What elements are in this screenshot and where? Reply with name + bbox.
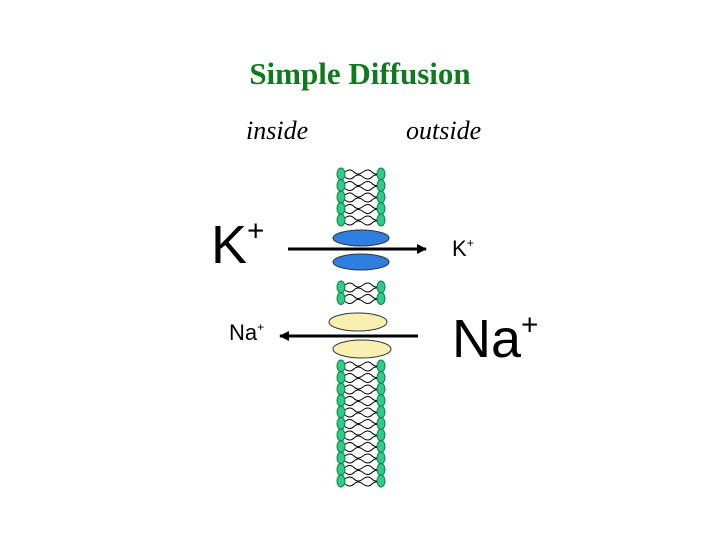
lipid-tail bbox=[345, 471, 381, 475]
lipid-head bbox=[377, 180, 385, 192]
lipid-head bbox=[337, 441, 345, 453]
lipid-tail bbox=[345, 193, 381, 197]
lipid-head bbox=[377, 383, 385, 395]
lipid-head bbox=[377, 214, 385, 226]
lipid-head bbox=[377, 406, 385, 418]
lipid-tail bbox=[345, 367, 381, 371]
lipid-tail bbox=[345, 205, 381, 209]
lipid-tail bbox=[345, 477, 381, 481]
na-ion-outside: Na+ bbox=[452, 312, 538, 366]
lipid-head bbox=[337, 180, 345, 192]
lipid-tail bbox=[345, 362, 381, 366]
lipid-tail bbox=[345, 454, 381, 458]
lipid-tail bbox=[345, 466, 381, 470]
lipid-head bbox=[337, 395, 345, 407]
lipid-head bbox=[377, 475, 385, 487]
lipid-tail bbox=[345, 431, 381, 435]
lipid-tail bbox=[345, 448, 381, 452]
lipid-head bbox=[337, 452, 345, 464]
lipid-head bbox=[377, 281, 385, 293]
lipid-tail bbox=[345, 413, 381, 417]
lipid-tail bbox=[345, 182, 381, 186]
lipid-head bbox=[337, 191, 345, 203]
lipid-head bbox=[377, 203, 385, 215]
lipid-tail bbox=[345, 295, 381, 299]
lipid-tail bbox=[345, 374, 381, 378]
lipid-head bbox=[337, 372, 345, 384]
lipid-tail bbox=[345, 210, 381, 214]
k-ion-outside: K+ bbox=[452, 238, 474, 260]
lipid-head bbox=[337, 464, 345, 476]
lipid-tail bbox=[345, 390, 381, 394]
lipid-tail bbox=[345, 408, 381, 412]
lipid-head bbox=[377, 360, 385, 372]
lipid-head bbox=[337, 293, 345, 305]
lipid-head bbox=[337, 475, 345, 487]
lipid-tail bbox=[345, 379, 381, 383]
lipid-head bbox=[337, 360, 345, 372]
lipid-head bbox=[337, 418, 345, 430]
lipid-head bbox=[337, 214, 345, 226]
lipid-tail bbox=[345, 300, 381, 304]
lipid-head bbox=[377, 418, 385, 430]
lipid-head bbox=[377, 372, 385, 384]
na-channel-top bbox=[329, 313, 387, 331]
lipid-tail bbox=[345, 482, 381, 486]
lipid-head bbox=[337, 383, 345, 395]
lipid-head bbox=[337, 406, 345, 418]
lipid-head bbox=[377, 395, 385, 407]
lipid-head bbox=[337, 281, 345, 293]
lipid-head bbox=[377, 168, 385, 180]
lipid-tail bbox=[345, 420, 381, 424]
na-channel-bottom bbox=[333, 340, 391, 358]
lipid-tail bbox=[345, 198, 381, 202]
lipid-tail bbox=[345, 385, 381, 389]
lipid-tail bbox=[345, 397, 381, 401]
na-ion-inside: Na+ bbox=[229, 322, 264, 344]
lipid-head bbox=[337, 203, 345, 215]
k-ion-inside: K+ bbox=[211, 218, 264, 272]
lipid-head bbox=[377, 452, 385, 464]
lipid-head bbox=[337, 429, 345, 441]
lipid-tail bbox=[345, 216, 381, 220]
lipid-head bbox=[377, 191, 385, 203]
lipid-tail bbox=[345, 221, 381, 225]
lipid-head bbox=[377, 293, 385, 305]
lipid-head bbox=[337, 168, 345, 180]
lipid-tail bbox=[345, 170, 381, 174]
lipid-head bbox=[377, 464, 385, 476]
lipid-tail bbox=[345, 436, 381, 440]
lipid-tail bbox=[345, 187, 381, 191]
k-channel-bottom bbox=[333, 254, 389, 270]
lipid-tail bbox=[345, 288, 381, 292]
lipid-tail bbox=[345, 283, 381, 287]
lipid-head bbox=[377, 441, 385, 453]
k-channel-top bbox=[333, 230, 389, 246]
lipid-tail bbox=[345, 402, 381, 406]
lipid-tail bbox=[345, 425, 381, 429]
lipid-tail bbox=[345, 459, 381, 463]
lipid-tail bbox=[345, 443, 381, 447]
lipid-head bbox=[377, 429, 385, 441]
lipid-tail bbox=[345, 175, 381, 179]
